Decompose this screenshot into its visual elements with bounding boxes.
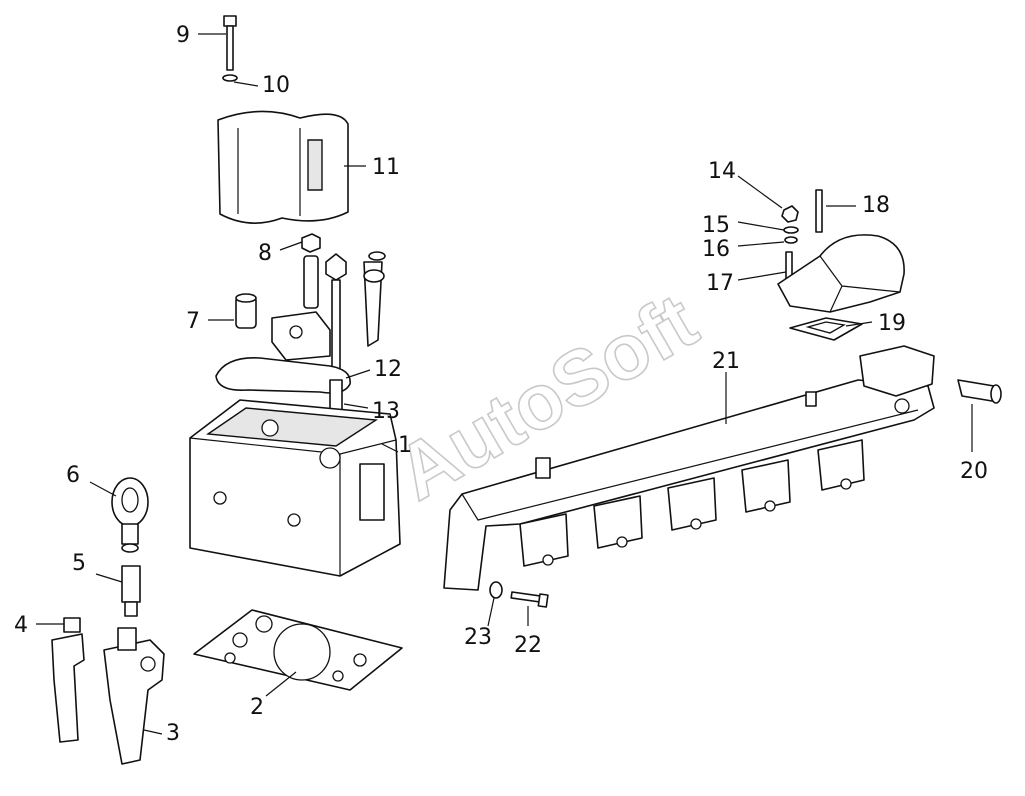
part-bracket [271, 311, 331, 361]
callout-15: 15 [702, 213, 730, 238]
callout-14: 14 [708, 159, 736, 184]
callout-23: 23 [464, 625, 492, 650]
part-18-stud [815, 189, 823, 233]
part-11-valve-cover [217, 110, 349, 224]
callout-4: 4 [14, 613, 28, 638]
callout-7: 7 [186, 309, 200, 334]
callout-20: 20 [960, 459, 988, 484]
callout-5: 5 [72, 551, 86, 576]
callout-21: 21 [712, 349, 740, 374]
part-16-spring-washer [784, 236, 798, 244]
part-23-washer [489, 581, 503, 599]
part-4-nut [51, 617, 85, 743]
callout-9: 9 [176, 23, 190, 48]
callout-11: 11 [372, 155, 400, 180]
part-15-washer [783, 226, 799, 234]
callout-2: 2 [250, 695, 264, 720]
part-9-bolt [223, 15, 237, 71]
part-19-gasket [789, 317, 863, 341]
callout-13: 13 [372, 399, 400, 424]
part-1-cylinder-head [189, 399, 401, 577]
leader-lines [36, 33, 973, 735]
part-8-nut [301, 233, 321, 253]
callout-22: 22 [514, 633, 542, 658]
part-21-manifold [443, 345, 935, 591]
part-5-stud [121, 565, 141, 617]
part-12-gasket [215, 357, 351, 394]
callout-17: 17 [706, 271, 734, 296]
callout-16: 16 [702, 237, 730, 262]
part-push-rods [303, 251, 386, 411]
callout-1: 1 [398, 433, 412, 458]
part-2-head-gasket [193, 609, 403, 691]
part-7-sleeve [235, 293, 257, 329]
part-3-rocker-arm [103, 627, 165, 765]
part-20-sleeve [957, 379, 1002, 404]
callout-18: 18 [862, 193, 890, 218]
callout-3: 3 [166, 721, 180, 746]
callout-6: 6 [66, 463, 80, 488]
part-10-washer [222, 74, 238, 82]
callout-19: 19 [878, 311, 906, 336]
callout-10: 10 [262, 73, 290, 98]
part-13-pin [329, 379, 343, 411]
callout-8: 8 [258, 241, 272, 266]
callout-labels: 9 10 11 8 7 12 13 1 6 5 4 3 2 14 15 16 1… [14, 23, 988, 746]
part-22-bolt [510, 591, 549, 608]
manifold-ports [519, 439, 865, 567]
part-6-lifting-eye [111, 477, 149, 553]
outlet-housing [777, 234, 905, 313]
callout-12: 12 [374, 357, 402, 382]
part-14-nut [781, 205, 799, 223]
